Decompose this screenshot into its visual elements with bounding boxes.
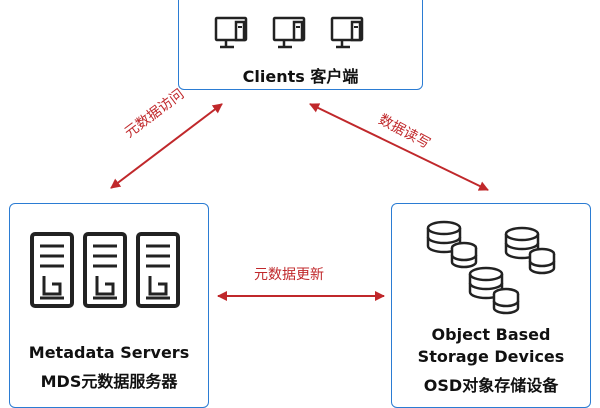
server-rack-icon: [83, 232, 127, 308]
osd-label-line3: OSD对象存储设备: [423, 376, 559, 395]
desktop-computer-icon: [330, 16, 364, 49]
clients-node: [178, 0, 423, 90]
clients-label: Clients 客户端: [242, 67, 359, 86]
arrow-clients-osd: [309, 103, 489, 191]
edge-label-mds-osd: 元数据更新: [254, 267, 324, 283]
arrow-clients-mds: [110, 103, 223, 189]
server-rack-icon: [30, 232, 74, 308]
database-stack-icon: [504, 226, 556, 275]
desktop-computer-icon: [272, 16, 306, 49]
server-rack-icon: [136, 232, 180, 308]
database-stack-icon: [426, 220, 478, 269]
osd-label-line2: Storage Devices: [417, 347, 565, 366]
desktop-computer-icon: [214, 16, 248, 49]
mds-label-line2: MDS元数据服务器: [40, 372, 178, 391]
osd-label-line1: Object Based: [431, 325, 551, 344]
mds-label-line1: Metadata Servers: [28, 343, 190, 362]
database-stack-icon: [468, 266, 520, 315]
object-storage-devices-node: [391, 203, 591, 408]
